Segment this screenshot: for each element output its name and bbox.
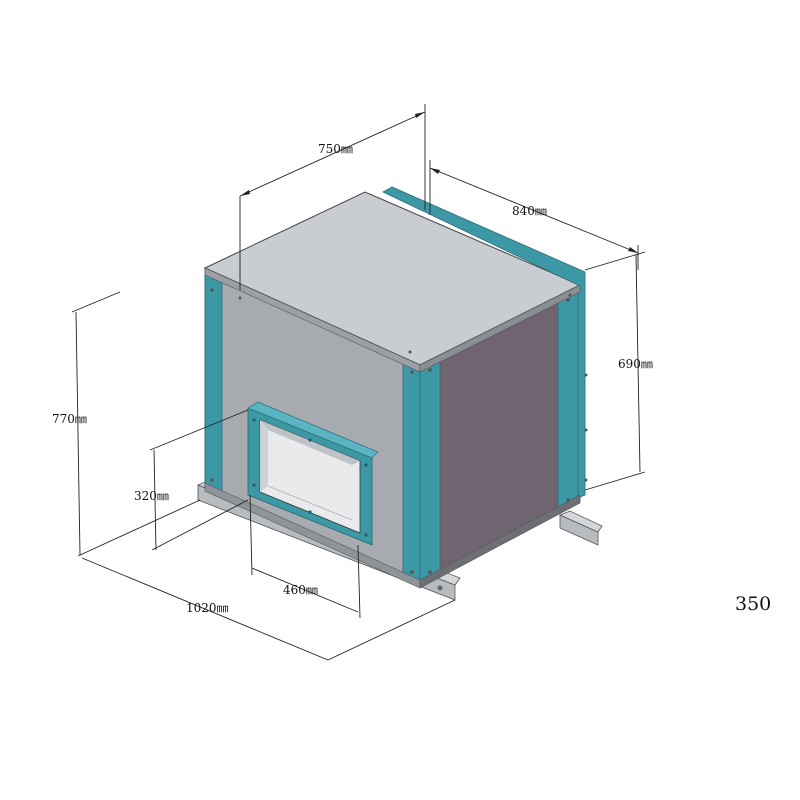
back-flange (382, 186, 586, 499)
dim-label-total-height: 770㎜ (52, 412, 87, 426)
mounting-rail-back (558, 510, 603, 546)
dim-label-outlet-height: 320㎜ (134, 489, 169, 503)
fan-cabinet (203, 186, 588, 589)
dimension-lines (71, 104, 646, 661)
dim-label-outlet-width: 460㎜ (283, 583, 318, 597)
front-right-post (402, 357, 421, 587)
dim-label-side-height: 690㎜ (618, 357, 653, 371)
dim-label-depth: 840㎜ (512, 204, 547, 218)
dim-label-width-top: 750㎜ (318, 142, 353, 156)
side-front-post (419, 355, 441, 587)
model-number: 350 (735, 593, 771, 615)
side-back-post (557, 285, 579, 511)
outlet-opening (247, 401, 379, 546)
front-left-post (204, 269, 223, 499)
dim-label-total-length: 1020㎜ (186, 601, 229, 615)
